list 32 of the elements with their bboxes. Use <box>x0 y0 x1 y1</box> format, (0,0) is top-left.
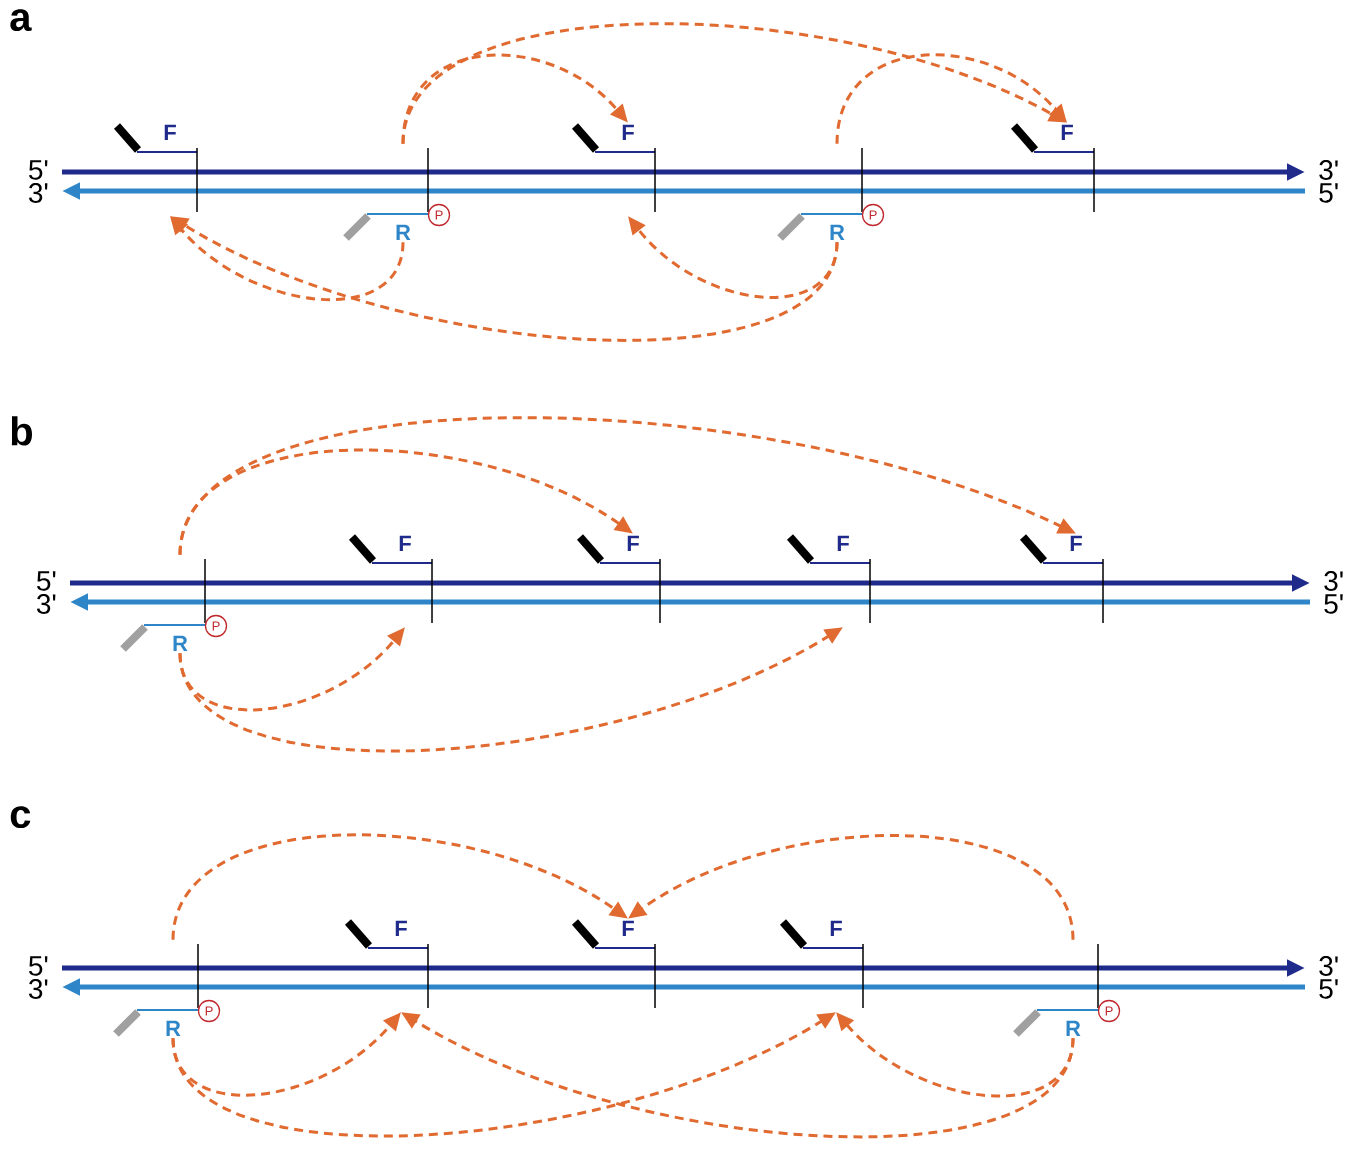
primer-label: F <box>837 535 849 551</box>
primer-label: F <box>627 535 639 551</box>
strand-end-label: 5' <box>1324 594 1343 614</box>
panel-letter: b <box>11 416 32 446</box>
strand-end-label: 5' <box>1319 183 1338 203</box>
primer-label: R <box>830 224 845 240</box>
primer-label: R <box>173 635 188 651</box>
strand-end-label: 5' <box>1319 979 1338 999</box>
primer-label: R <box>396 224 411 240</box>
panel-letter: a <box>10 9 32 32</box>
strand-end-label: 3' <box>1319 160 1338 180</box>
dashed-arrow <box>835 53 1067 144</box>
strand-end-label: 3' <box>1324 571 1343 591</box>
primer-label: R <box>1066 1020 1081 1036</box>
strand-end-label: 3' <box>1319 956 1338 976</box>
primer-label: F <box>622 920 634 936</box>
strand-end-label: 3' <box>28 979 48 999</box>
primer-label: F <box>399 535 411 551</box>
primer-label: F <box>395 920 407 936</box>
primer-label: F <box>830 920 842 936</box>
strand-end-label: 3' <box>28 183 48 203</box>
strand-end-label: 5' <box>29 160 48 180</box>
primer-label: R <box>166 1020 181 1036</box>
primer-label: F <box>622 124 634 140</box>
primer-label: F <box>1070 535 1082 551</box>
strand-end-label: 5' <box>29 956 48 976</box>
primer-label: F <box>164 124 176 140</box>
strand-end-label: 3' <box>36 594 56 614</box>
primer-label: F <box>1061 124 1073 140</box>
dashed-arrow <box>401 53 628 144</box>
panel-letter: c <box>10 806 31 829</box>
strand-end-label: 5' <box>37 571 56 591</box>
